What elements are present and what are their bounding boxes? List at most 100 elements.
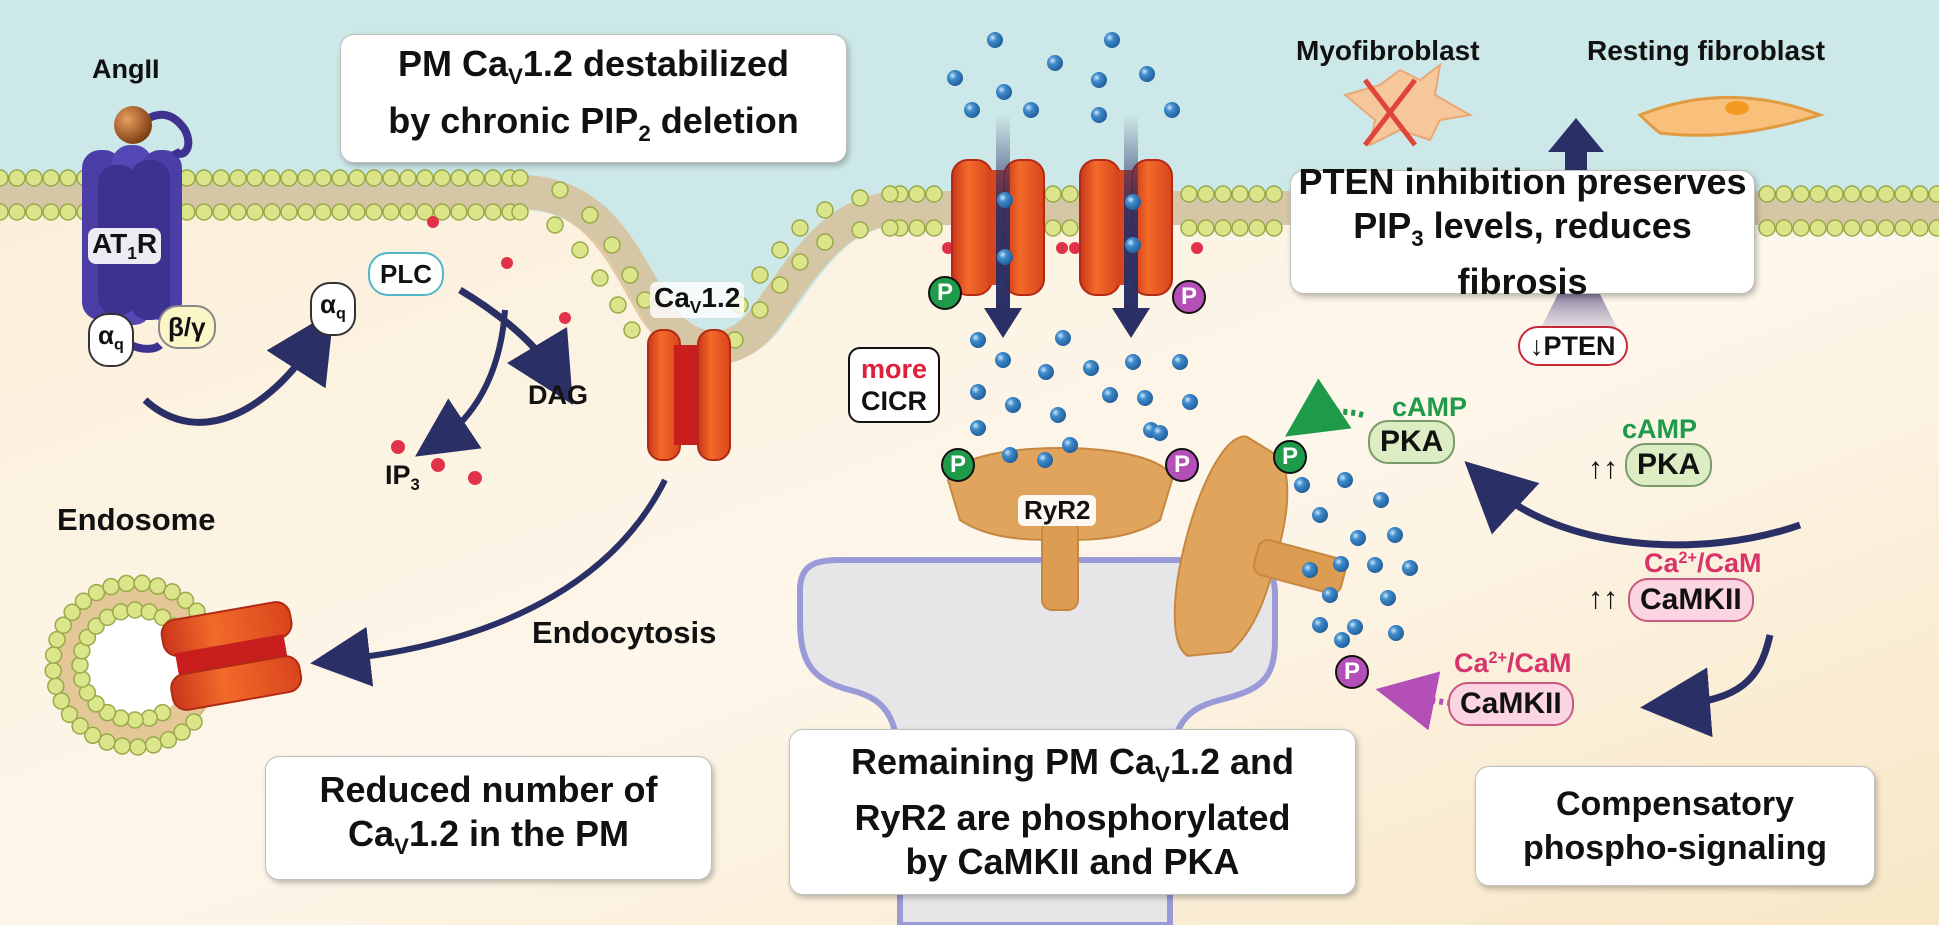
calcium-ion [1302,562,1318,578]
myofibroblast-cell [1342,62,1473,147]
lipid-head [816,233,834,251]
lipid-head [73,670,91,688]
lipid-head [1231,185,1249,203]
arrow-camkii-to-camkii [1640,634,1774,738]
lipid-head [1792,219,1810,237]
cav12-channel-left [647,329,731,461]
more-label: more [860,354,928,384]
lipid-head [1197,185,1215,203]
destabilized-caption-box: PM CaV1.2 destabilized by chronic PIP2 d… [340,34,847,163]
remaining-line-1: Remaining PM CaV1.2 and [850,740,1294,787]
lipid-head [84,726,102,745]
lipid-head [280,203,298,221]
lipid-head [78,628,97,647]
calcium-ion [1322,587,1338,603]
calcium-ion [1312,507,1328,523]
pten-line-2: PIP3 levels, reduces fibrosis [1353,204,1692,303]
lipid-head [1214,185,1232,203]
calcium-ion [997,192,1013,208]
calcium-ion [1294,477,1310,493]
destabilized-line-2: by chronic PIP2 deletion [388,99,799,146]
lipid-head [1265,185,1283,203]
g-alpha-q-free: αq [310,282,356,336]
lipid-head [297,203,315,221]
lipid-head [416,169,434,187]
remaining-line-3: by CaMKII and PKA [905,841,1240,883]
calcium-ion [1125,354,1141,370]
calcium-ion [970,384,986,400]
lipid-head [1860,219,1878,237]
lipid-head [1809,185,1827,203]
lipid-head [1214,219,1232,237]
calcium-ion [987,32,1003,48]
lipid-head [0,203,9,221]
lipid-head [163,583,181,601]
lipid-head [623,321,641,339]
calcium-ion [964,102,980,118]
lipid-head [484,169,502,187]
angII-ligand [114,106,152,144]
calcium-ion [1333,556,1349,572]
dag-label: DAG [528,380,588,410]
compensatory-caption-box: Compensatory phospho-signaling [1475,766,1875,886]
calcium-ion [1083,360,1099,376]
lipid-head [229,203,247,221]
pka-pill-2: PKA [1625,443,1713,487]
arrow-plc-to-dag [458,286,574,406]
lipid-head [44,661,62,680]
lipid-head [87,583,106,602]
lipid-head [59,169,77,187]
ip3-label: IP3 [385,460,420,494]
lipid-head [25,203,43,221]
calcium-ion [1139,66,1155,82]
myofibroblast-label: Myofibroblast [1296,35,1480,66]
calcium-ion [1091,72,1107,88]
remaining-line-2: RyR2 are phosphorylated [854,797,1291,839]
ip3-molecules [391,440,482,485]
lipid-head [881,219,899,237]
camp-label-1: cAMP [1392,392,1468,422]
camkii-pill-2: CaMKII [1448,682,1574,726]
phospho-pka-ryr2-1: P [941,448,975,482]
lipid-head [42,169,60,187]
compensatory-line-2: phospho-signaling [1522,829,1828,867]
lipid-head [450,169,468,187]
calcium-ion [1002,447,1018,463]
lipid-head [450,203,468,221]
lipid-head [511,169,529,187]
calcium-ion [1050,407,1066,423]
lipid-head [591,269,609,287]
at1r-label: AT1R [88,228,162,265]
calcium-ion [995,352,1011,368]
lipid-bilayer [0,169,1939,349]
calcium-ion [1182,394,1198,410]
calcium-ion [1164,102,1180,118]
phospho-camkii-ryr2-2: P [1335,655,1369,689]
destabilized-line-1: PM CaV1.2 destabilized [397,42,790,89]
lipid-head [60,705,79,724]
calcium-ion [997,249,1013,265]
lipid-head [185,713,203,731]
lipid-head [881,185,899,203]
reduced-caption-box: Reduced number of CaV1.2 in the PM [265,756,712,880]
lipid-head [1843,185,1861,203]
pten-line-1: PTEN inhibition preserves [1298,160,1747,202]
lipid-head [511,203,529,221]
calcium-ion [1350,530,1366,546]
lipid-head [771,276,789,294]
calcium-ion [1102,387,1118,403]
lipid-head [1911,185,1929,203]
lipid-head [621,266,639,284]
lipid-head [1248,219,1266,237]
lipid-head [246,169,264,187]
lipid-head [1928,219,1939,237]
cav12-label: CaV1.2 [650,282,745,319]
lipid-head [47,677,65,695]
lipid-head [382,169,400,187]
lipid-head [791,219,809,237]
g-alpha-q-bound: αq [88,313,134,367]
camkii-pill-1: CaMKII [1628,578,1754,622]
lipid-head [546,216,564,234]
calcium-ion [1062,437,1078,453]
calcium-ion [1005,397,1021,413]
